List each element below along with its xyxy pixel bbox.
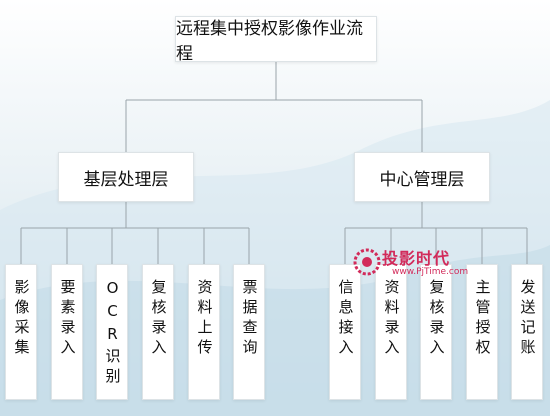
step-label: 票据查询 [240,279,259,359]
node-step: 影像采集 [5,264,37,400]
node-step: 信息接入 [329,264,361,400]
step-label: 信息接入 [336,279,355,359]
watermark-url-text: www.PjTime.com [392,267,469,277]
node-step: 资料录入 [375,264,407,400]
watermark-logo: 投影时代 www.PjTime.com [352,245,482,285]
logo-mark-icon [353,248,381,276]
node-step: 复核录入 [420,264,452,400]
step-label: OCR识别 [103,279,122,388]
node-step: 发送记账 [511,264,543,400]
step-label: 复核录入 [427,279,446,359]
watermark-main-text: 投影时代 [382,249,451,268]
step-label: 要素录入 [58,279,77,359]
node-grassroots-layer: 基层处理层 [58,152,194,202]
step-label: 资料上传 [195,279,214,359]
step-label: 发送记账 [518,279,537,359]
node-step: 资料上传 [188,264,220,400]
step-label: 复核录入 [149,279,168,359]
node-step: 复核录入 [142,264,174,400]
node-step: OCR识别 [96,264,128,400]
node-step: 主管授权 [466,264,498,400]
node-center-layer: 中心管理层 [354,152,490,202]
node-step: 票据查询 [233,264,265,400]
diagram-title: 远程集中授权影像作业流程 [175,16,377,64]
step-label: 主管授权 [473,279,492,359]
node-step: 要素录入 [51,264,83,400]
step-label: 资料录入 [382,279,401,359]
step-label: 影像采集 [12,279,31,359]
